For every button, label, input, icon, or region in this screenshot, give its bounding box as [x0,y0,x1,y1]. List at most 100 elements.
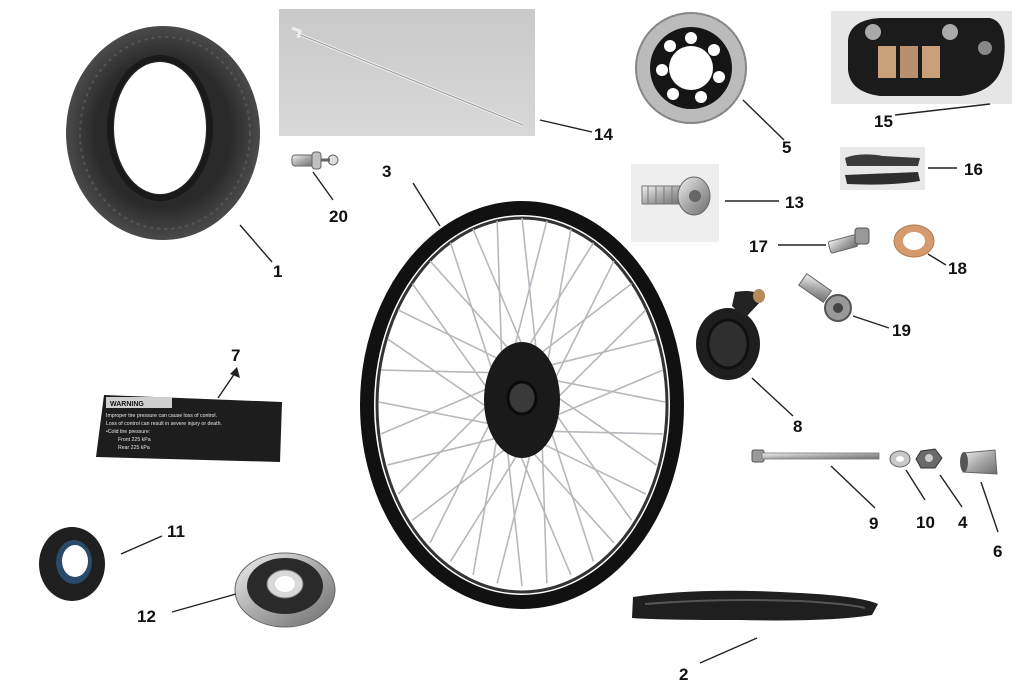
label-line5: Rear 225 kPa [118,445,150,451]
callout-10: 10 [916,513,935,532]
label-leader [217,372,236,399]
wheel-spoke [525,444,615,544]
rim-tape-part [632,590,878,621]
callout-1: 1 [273,262,282,281]
callout-12: 12 [137,607,156,626]
wheel-spoke [472,228,529,360]
wheel-spoke [411,443,513,521]
callout-13: 13 [785,193,804,212]
valve-leader [312,171,334,201]
wheel-spoke [397,400,493,495]
rim-tape-leader [699,637,758,664]
cap-leader [980,481,999,533]
wheel-spoke [429,260,519,360]
callout-7: 7 [231,346,240,365]
spoke-part [279,9,535,136]
label-line3: •Cold tire pressure: [106,429,150,435]
wheel-spoke [547,378,666,403]
label-line1: Improper tire pressure can cause loss of… [106,413,217,419]
caliper-leader [894,103,991,116]
tire-leader [239,224,273,263]
wheel-spoke [549,369,664,419]
label-line2: Loss of control can result in severe inj… [106,421,222,427]
callout-9: 9 [869,514,878,533]
callout-14: 14 [594,125,613,144]
banjo-bolt-part [798,272,852,322]
callout-11: 11 [167,522,185,541]
banjo-bolt-leader [852,315,890,329]
callout-18: 18 [948,259,967,278]
wheel-spoke [505,439,523,587]
disc-leader [742,99,785,141]
speedo-leader [751,377,794,417]
wheel-spoke [411,283,493,396]
callout-17: 17 [749,237,768,256]
wheel-spoke [541,434,548,584]
callout-2: 2 [679,665,688,684]
wheel-spoke [387,338,494,412]
wheel-spoke [550,392,657,466]
seal-leader [120,535,163,555]
collar-part [915,448,943,469]
wheel-spoke [544,228,572,375]
spoke-leader [539,119,593,133]
cap-part [960,449,998,475]
wheel-spoke [510,220,548,362]
label-heading: WARNING [110,401,144,408]
bearing-part [234,552,336,628]
wheel-spoke [381,369,500,374]
wheel-spoke [521,217,539,365]
callout-3: 3 [382,162,391,181]
label-arrow [230,367,240,378]
brake-pads-part [840,147,925,190]
wheel-spoke [397,309,509,365]
wheel-spoke [535,439,647,495]
label-line4: Front 225 kPa [118,437,151,443]
callout-20: 20 [329,207,348,226]
wheel-spoke [496,220,503,370]
callout-6: 6 [993,542,1002,561]
callout-15: 15 [874,112,893,131]
wheel-spoke [520,242,595,359]
oil-seal-part [39,527,105,601]
wheel-spoke [380,385,495,435]
wheel-spoke [551,309,647,404]
collar-leader [939,474,963,508]
wheel-spoke [449,242,497,382]
wheel-spoke [549,260,615,389]
callout-4: 4 [958,513,968,532]
washer-part [889,450,911,468]
axle-part [751,449,880,463]
bearing-leader [171,593,237,613]
callout-19: 19 [892,321,911,340]
wheel-spoke [540,338,657,369]
copper-washer-part [893,224,935,258]
disc-bolt-part [631,164,719,242]
washer-leader [905,469,926,501]
tire-part [66,26,260,240]
wheel-spoke [472,429,500,576]
wheel-spoke [547,422,595,562]
wheel-spoke [387,435,504,466]
wheel-spoke [378,401,497,426]
wheel-spoke [429,415,495,544]
callout-16: 16 [964,160,983,179]
wheel-spoke [449,445,524,562]
axle-leader [830,465,876,509]
callout-8: 8 [793,417,802,436]
callout-5: 5 [782,138,791,157]
brake-disc-part [635,12,747,124]
warning-label-part: WARNING Improper tire pressure can cause… [96,395,282,462]
wheel-part [360,201,684,609]
copper-washer-leader [927,253,947,266]
wheel-spoke [515,444,572,576]
wheel-spoke [496,442,534,584]
valve-part [291,151,339,170]
wheel-spoke [531,283,633,361]
speedo-drive-part [696,289,765,380]
caliper-bolt-part [827,227,870,254]
wheel-leader [412,182,441,227]
wheel-spoke [551,408,633,521]
caliper-part [831,11,1012,104]
